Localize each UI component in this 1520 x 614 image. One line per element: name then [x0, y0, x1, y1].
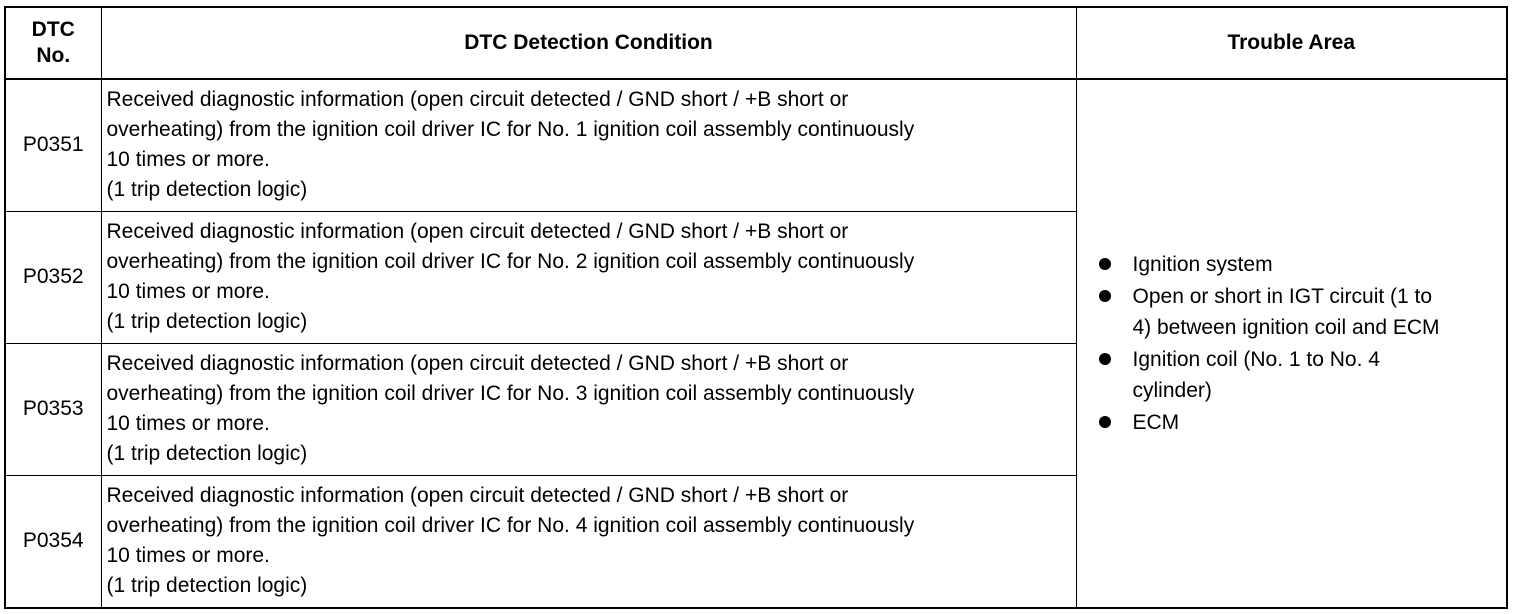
- condition-line: (1 trip detection logic): [106, 310, 308, 333]
- condition-line: overheating) from the ignition coil driv…: [106, 118, 915, 142]
- trouble-area-line: 4) between ignition coil and ECM: [1132, 316, 1440, 339]
- condition-line: overheating) from the ignition coil driv…: [106, 382, 915, 405]
- detection-condition: Received diagnostic information (open ci…: [100, 210, 1077, 344]
- condition-line: 10 times or more.: [106, 544, 270, 568]
- condition-line: 10 times or more.: [106, 280, 270, 303]
- bullet-icon: [1098, 290, 1111, 302]
- detection-condition: Received diagnostic information (open ci…: [100, 474, 1077, 609]
- bullet-icon: [1098, 258, 1111, 270]
- trouble-area-list: Ignition system Open or short in IGT cir…: [1098, 249, 1507, 438]
- trouble-area-item: Ignition coil (No. 1 to No. 4 cylinder): [1098, 344, 1507, 406]
- trouble-area-line: Ignition system: [1132, 253, 1273, 276]
- trouble-area-item: Open or short in IGT circuit (1 to 4) be…: [1098, 281, 1507, 343]
- bullet-icon: [1098, 416, 1111, 428]
- dtc-code: P0353: [4, 342, 102, 476]
- trouble-area-cell: Ignition system Open or short in IGT cir…: [1075, 78, 1508, 609]
- trouble-area-item: Ignition system: [1098, 249, 1507, 280]
- header-trouble-area: Trouble Area: [1075, 6, 1508, 80]
- header-detection-condition: DTC Detection Condition: [100, 6, 1077, 80]
- detection-condition: Received diagnostic information (open ci…: [100, 342, 1077, 476]
- table-body: P0351 Received diagnostic information (o…: [4, 78, 1508, 609]
- header-dtc-no-line1: DTC: [31, 18, 75, 41]
- table-header-row: DTC No. DTC Detection Condition Trouble …: [4, 6, 1508, 80]
- trouble-area-line: Ignition coil (No. 1 to No. 4: [1132, 348, 1380, 371]
- condition-line: Received diagnostic information (open ci…: [106, 352, 849, 375]
- condition-line: 10 times or more.: [106, 412, 270, 435]
- condition-line: overheating) from the ignition coil driv…: [106, 514, 915, 538]
- bullet-icon: [1098, 353, 1111, 365]
- dtc-code: P0351: [4, 78, 102, 212]
- detection-condition: Received diagnostic information (open ci…: [100, 78, 1077, 212]
- dtc-code: P0354: [4, 474, 102, 609]
- condition-line: (1 trip detection logic): [106, 442, 308, 465]
- header-dtc-no: DTC No.: [4, 6, 102, 80]
- condition-line: Received diagnostic information (open ci…: [106, 220, 849, 243]
- trouble-area-item: ECM: [1098, 407, 1507, 438]
- condition-line: overheating) from the ignition coil driv…: [106, 250, 915, 273]
- header-dtc-no-line2: No.: [36, 44, 71, 67]
- trouble-area-line: Open or short in IGT circuit (1 to: [1132, 285, 1433, 308]
- table-row: P0352 Received diagnostic information (o…: [4, 210, 1507, 344]
- condition-line: (1 trip detection logic): [106, 178, 308, 202]
- dtc-code: P0352: [4, 210, 102, 344]
- condition-line: Received diagnostic information (open ci…: [106, 88, 849, 112]
- condition-line: (1 trip detection logic): [106, 574, 308, 598]
- trouble-area-line: cylinder): [1132, 379, 1212, 402]
- table-row: P0353 Received diagnostic information (o…: [4, 342, 1507, 476]
- dtc-table: DTC No. DTC Detection Condition Trouble …: [4, 6, 1508, 609]
- condition-line: Received diagnostic information (open ci…: [106, 484, 849, 508]
- table-row: P0354 Received diagnostic information (o…: [4, 474, 1507, 609]
- trouble-area-line: ECM: [1132, 411, 1180, 434]
- table-row: P0351 Received diagnostic information (o…: [4, 78, 1508, 609]
- condition-line: 10 times or more.: [106, 148, 270, 172]
